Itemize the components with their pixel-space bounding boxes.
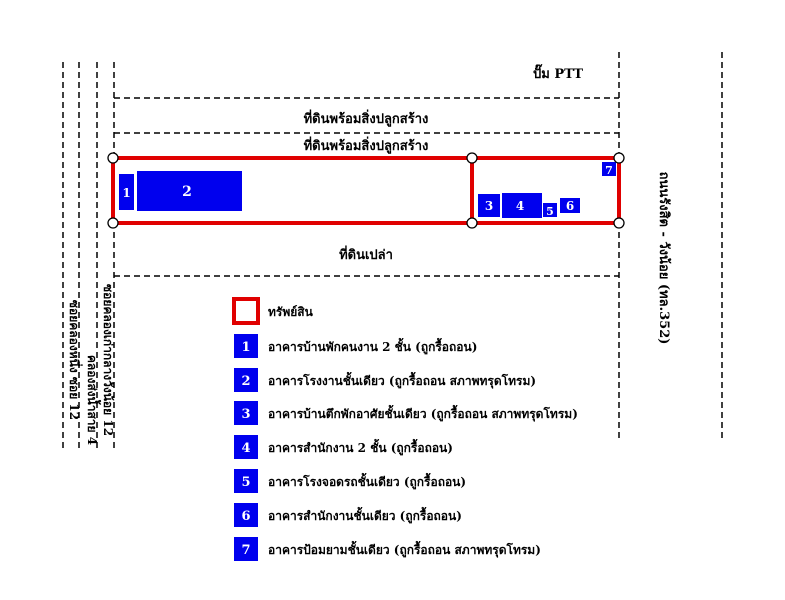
legend-asset-swatch [232, 297, 260, 325]
legend-text-6: อาคารสำนักงานชั้นเดียว (ถูกรื้อถอน) [268, 506, 462, 524]
building-5 [543, 203, 557, 217]
building-5-number: 5 [546, 205, 554, 218]
legend-swatch-1 [234, 334, 258, 358]
building-1-number: 1 [122, 186, 130, 200]
soi-left-1-label: ซอยคลองหนึ่ง ซอย 12 [67, 300, 83, 420]
building-2-number: 2 [182, 184, 192, 200]
legend-num-2: 2 [241, 374, 250, 389]
building-3-number: 3 [485, 199, 493, 213]
right-road-lines [618, 52, 723, 440]
legend-num-1: 1 [241, 340, 250, 355]
legend-swatch-3 [234, 401, 258, 425]
land-building-main-label: ที่ดินพร้อมสิ่งปลูกสร้าง [304, 136, 429, 154]
legend-text-4: อาคารสำนักงาน 2 ชั้น (ถูกรื้อถอน) [268, 438, 453, 456]
legend-text-2: อาคารโรงงานชั้นเดียว (ถูกรื้อถอน สภาพทรุ… [268, 371, 536, 389]
legend-swatch-4 [234, 435, 258, 459]
legend-text-3: อาคารบ้านตึกพักอาศัยชั้นเดียว (ถูกรื้อถอ… [268, 404, 578, 422]
property-boundary [107, 152, 625, 229]
building-7-number: 7 [605, 164, 613, 177]
boundary-marker [613, 152, 625, 164]
building-1 [119, 174, 134, 210]
building-2 [137, 171, 242, 211]
legend-num-4: 4 [241, 441, 250, 456]
boundary-marker [107, 217, 119, 229]
building-6-number: 6 [566, 199, 574, 213]
parcel-lines [114, 97, 619, 277]
legend-num-3: 3 [241, 407, 250, 422]
vacant-land-label: ที่ดินเปล่า [339, 245, 393, 263]
land-building-top-label: ที่ดินพร้อมสิ่งปลูกสร้าง [304, 109, 429, 127]
legend-num-7: 7 [241, 543, 250, 558]
legend-swatch-7 [234, 537, 258, 561]
legend-num-6: 6 [241, 509, 250, 524]
boundary-markers [107, 152, 625, 229]
legend-num-5: 5 [241, 475, 250, 490]
soi-left-2-label: คลองส่งน้ำสาย 4 [85, 355, 102, 445]
building-4-number: 4 [516, 199, 524, 213]
legend: ทรัพย์สิน 1 อาคารบ้านพักคนงาน 2 ชั้น (ถู… [232, 297, 578, 561]
boundary-marker [107, 152, 119, 164]
legend-text-7: อาคารป้อมยามชั้นเดียว (ถูกรื้อถอน สภาพทร… [268, 540, 541, 558]
building-6 [560, 198, 580, 213]
boundary-marker [466, 217, 478, 229]
legend-swatch-2 [234, 368, 258, 392]
legend-text-1: อาคารบ้านพักคนงาน 2 ชั้น (ถูกรื้อถอน) [268, 337, 477, 355]
road-right-label: ถนนรังสิต - วังน้อย (ทล.352) [656, 172, 672, 345]
ptt-label: ปั๊ม PTT [533, 64, 583, 82]
left-road-lines [62, 62, 115, 452]
legend-text-5: อาคารโรงจอดรถชั้นเดียว (ถูกรื้อถอน) [268, 472, 466, 490]
boundary-marker [466, 152, 478, 164]
building-3 [478, 194, 500, 217]
legend-swatch-6 [234, 503, 258, 527]
building-7 [602, 162, 616, 176]
boundary-outline [111, 156, 621, 225]
building-4 [502, 193, 542, 218]
soi-left-3-label: ซอยคลองเก่ากลางวังน้อย 12 [101, 284, 115, 436]
legend-swatch-5 [234, 469, 258, 493]
legend-asset-label: ทรัพย์สิน [268, 305, 314, 319]
buildings: 1 2 3 4 5 6 7 [119, 162, 616, 218]
boundary-marker [613, 217, 625, 229]
